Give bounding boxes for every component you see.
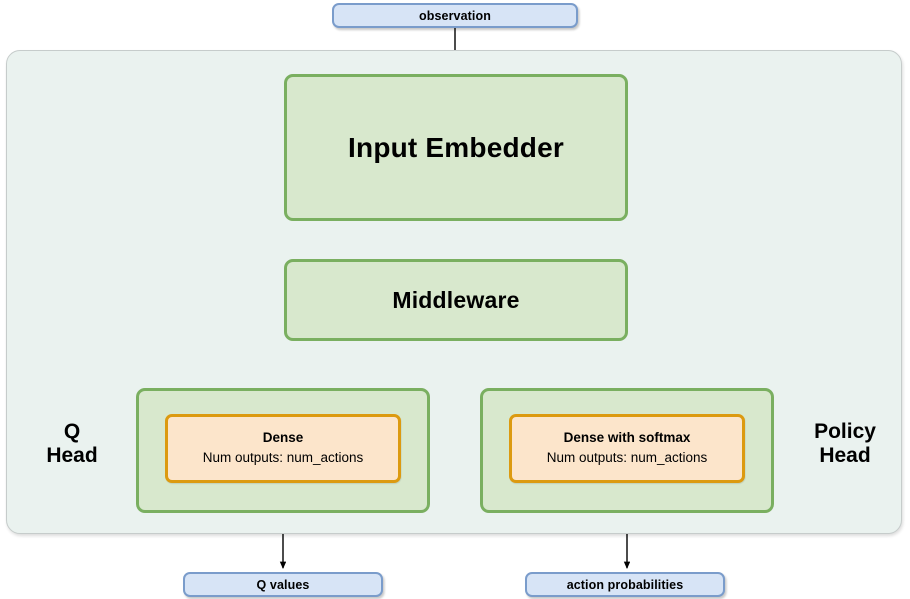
dense-title-q: Dense [262,430,304,446]
module-label-middleware: Middleware [392,286,520,313]
dense-node-q[interactable]: Dense Num outputs: num_actions [165,414,401,483]
side-label-q-head: Q Head [46,420,98,467]
io-label-action-probabilities: action probabilities [566,577,684,592]
io-node-observation[interactable]: observation [332,3,578,28]
io-label-q-values: Q values [256,577,310,592]
io-node-q-values[interactable]: Q values [183,572,383,597]
io-label-observation: observation [419,8,491,23]
dense-node-policy[interactable]: Dense with softmax Num outputs: num_acti… [509,414,745,483]
module-label-input-embedder: Input Embedder [348,131,564,163]
side-label-policy-head: Policy Head [814,420,876,467]
module-middleware[interactable]: Middleware [284,259,628,341]
module-input-embedder[interactable]: Input Embedder [284,74,628,221]
dense-subtitle-q: Num outputs: num_actions [202,450,364,465]
io-node-action-probabilities[interactable]: action probabilities [525,572,725,597]
dense-title-policy: Dense with softmax [563,430,691,446]
dense-subtitle-policy: Num outputs: num_actions [546,450,708,465]
